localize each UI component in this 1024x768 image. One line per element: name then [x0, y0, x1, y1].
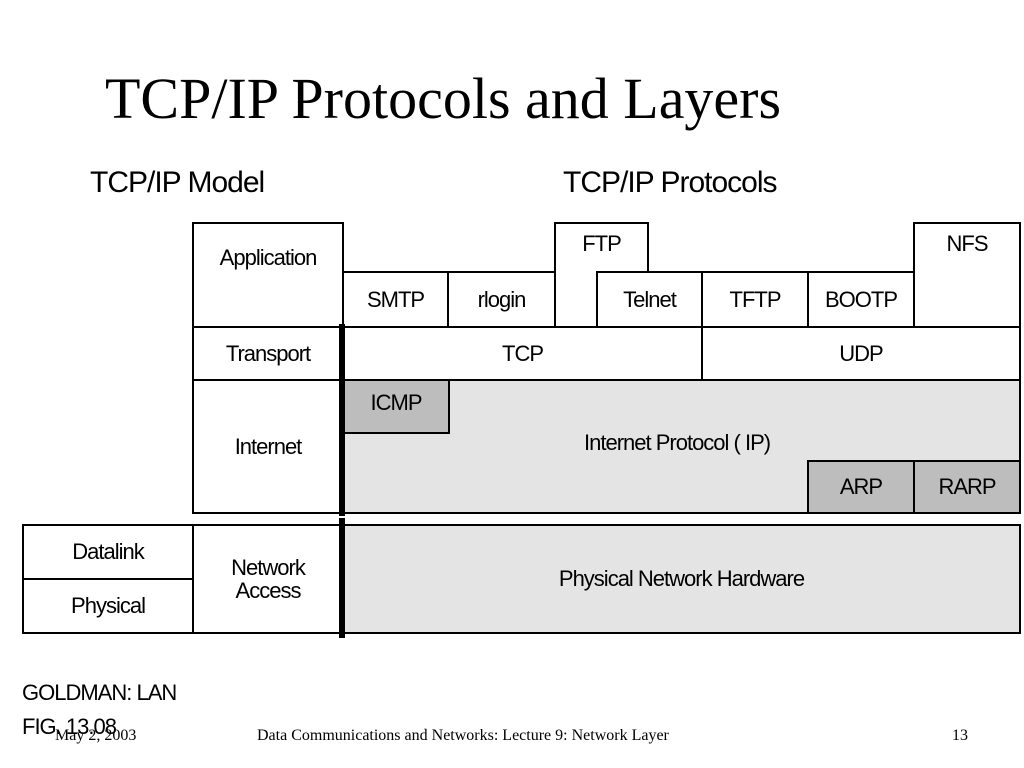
rlogin-protocol: rlogin: [447, 271, 556, 328]
bootp-protocol: BOOTP: [807, 271, 915, 328]
rarp-protocol: RARP: [913, 460, 1021, 514]
internet-layer-label: Internet: [234, 433, 303, 459]
physical-layer-label: Physical: [71, 593, 146, 619]
telnet-protocol: Telnet: [596, 271, 703, 328]
footer-page-number: 13: [952, 727, 968, 744]
footer-course: Data Communications and Networks: Lectur…: [257, 727, 669, 744]
physical-layer: Physical: [22, 578, 194, 634]
figure-caption-line1: GOLDMAN: LAN: [22, 680, 177, 705]
rlogin-label: rlogin: [477, 286, 527, 312]
divider-lower: [339, 518, 345, 638]
network-access-layer: Network Access: [192, 524, 344, 634]
datalink-layer-label: Datalink: [72, 539, 144, 565]
hardware-block: Physical Network Hardware: [342, 524, 1021, 634]
application-layer-label: Application: [219, 245, 318, 270]
transport-layer-label: Transport: [225, 340, 311, 366]
tcp-protocol: TCP: [342, 326, 703, 381]
model-header: TCP/IP Model: [90, 166, 265, 199]
arp-label: ARP: [839, 474, 883, 500]
telnet-label: Telnet: [623, 286, 677, 312]
application-layer: Application: [192, 222, 344, 328]
protocols-header: TCP/IP Protocols: [563, 166, 778, 199]
udp-label: UDP: [839, 340, 883, 366]
figure-caption-line2: FIG. 13.08: [22, 714, 117, 739]
ip-label: Internet Protocol ( IP): [584, 430, 771, 455]
transport-layer: Transport: [192, 326, 344, 381]
ftp-label: FTP: [582, 231, 622, 256]
smtp-protocol: SMTP: [342, 271, 449, 328]
icmp-protocol: ICMP: [342, 379, 450, 434]
hardware-label: Physical Network Hardware: [558, 566, 805, 592]
tcp-label: TCP: [502, 340, 544, 366]
slide-title: TCP/IP Protocols and Layers: [105, 66, 782, 131]
udp-protocol: UDP: [701, 326, 1021, 381]
network-access-label-line2: Access: [235, 578, 302, 603]
nfs-protocol: NFS: [913, 222, 1021, 328]
tftp-label: TFTP: [729, 286, 782, 312]
arp-protocol: ARP: [807, 460, 915, 514]
icmp-label: ICMP: [370, 390, 423, 415]
footer-date: May 2, 2003: [55, 727, 137, 744]
rarp-label: RARP: [938, 474, 996, 500]
tftp-protocol: TFTP: [701, 271, 809, 328]
internet-layer: Internet: [192, 379, 344, 514]
datalink-layer: Datalink: [22, 524, 194, 580]
divider-upper: [339, 324, 345, 516]
bootp-label: BOOTP: [824, 286, 898, 312]
nfs-label: NFS: [946, 231, 989, 256]
network-access-label-line1: Network: [231, 554, 306, 580]
smtp-label: SMTP: [366, 286, 425, 312]
